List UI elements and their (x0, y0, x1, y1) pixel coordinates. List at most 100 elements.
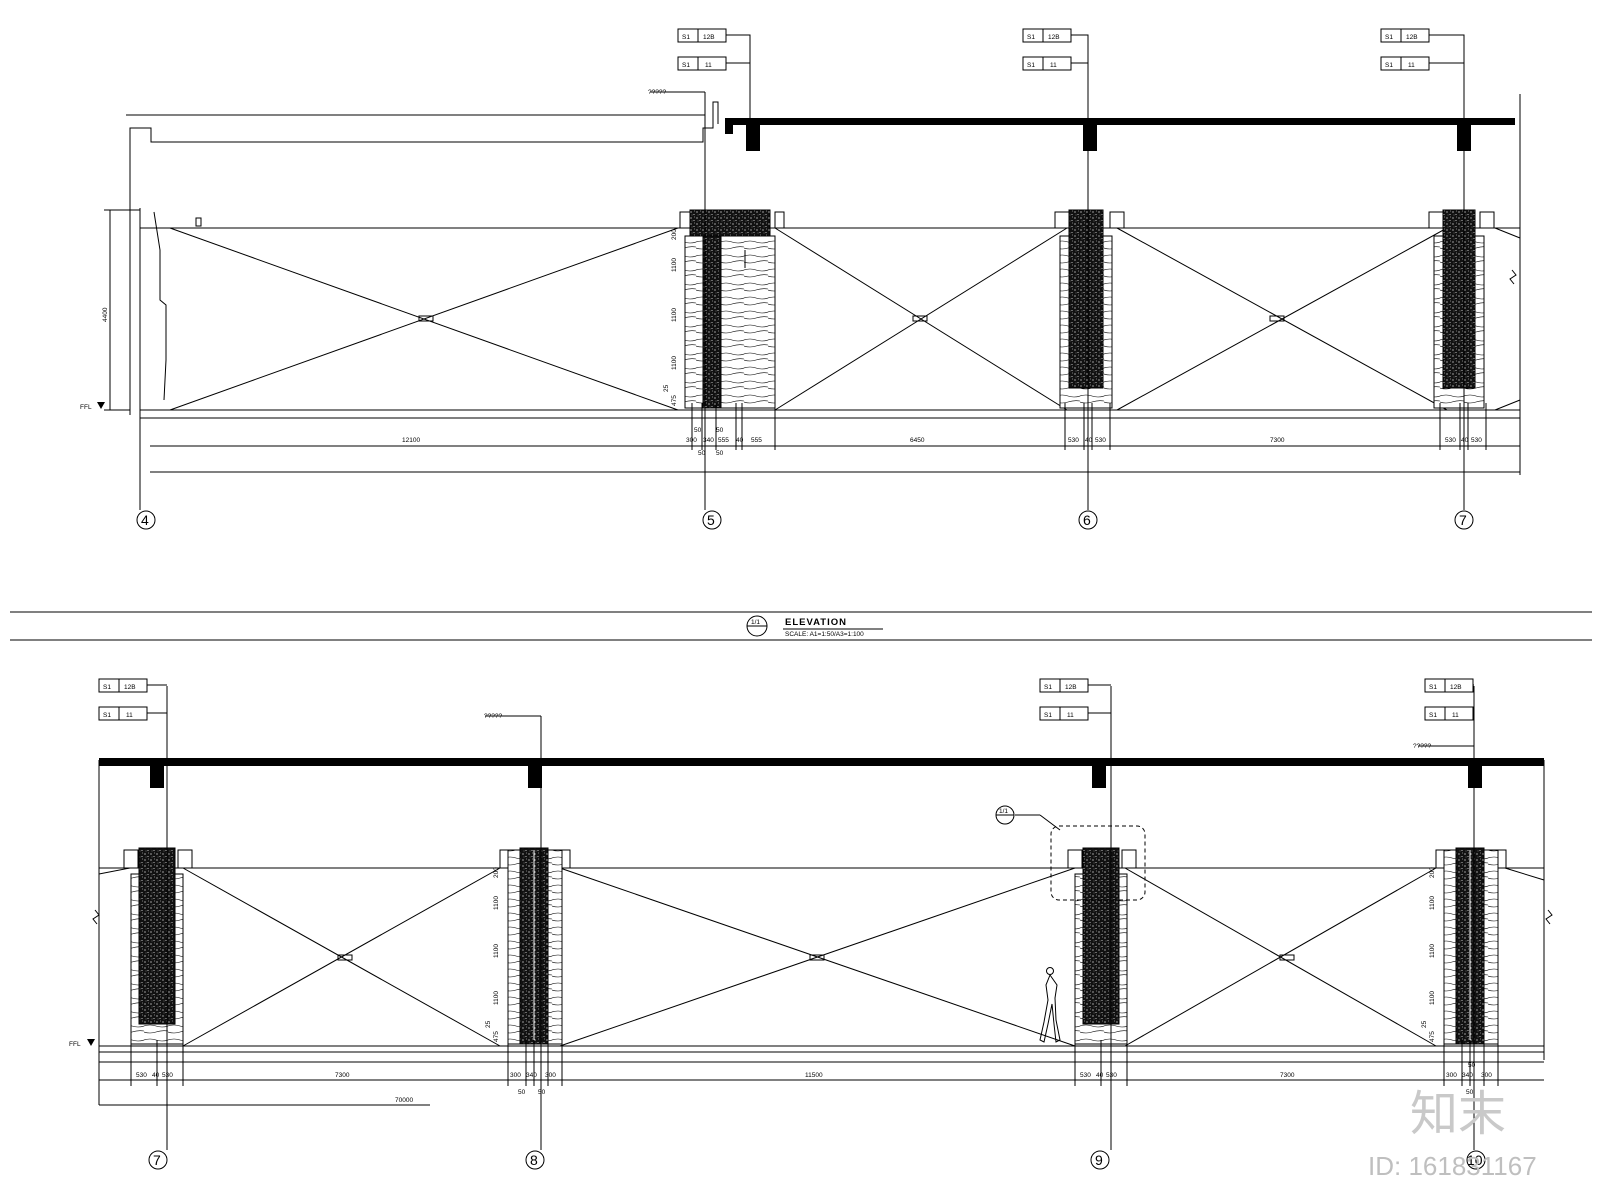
svg-text:555: 555 (718, 437, 729, 444)
svg-text:1100: 1100 (1429, 991, 1436, 1005)
column-grid-5 (679, 209, 785, 409)
human-scale-figure (1039, 967, 1061, 1043)
dimension-ticks (691, 403, 1487, 450)
tag-s1: S1 (1027, 62, 1035, 69)
svg-text:475: 475 (1429, 1031, 1436, 1042)
x-brace-bay (1116, 227, 1448, 411)
tag-group-top-6 (1022, 28, 1089, 118)
x-brace-bay (774, 227, 1068, 411)
column-grid-7-top (1428, 209, 1495, 409)
svg-text:200: 200 (493, 867, 500, 878)
grid-label: 5 (707, 512, 715, 528)
tag-s1: S1 (1429, 684, 1437, 691)
svg-text:530: 530 (136, 1072, 147, 1079)
x-brace-bay (169, 227, 679, 411)
grid-label: 8 (530, 1152, 538, 1168)
tag-s1: S1 (682, 62, 690, 69)
svg-text:50: 50 (698, 450, 706, 457)
bottom-elevation (92, 686, 1553, 1170)
tag-11: 11 (126, 712, 133, 719)
tag-group-bottom-10 (1424, 678, 1474, 721)
tag-s1: S1 (1385, 34, 1393, 41)
svg-text:1100: 1100 (671, 356, 678, 370)
callout-ref: 1/1 (999, 808, 1008, 815)
vertical-dims-top: 200 1100 1100 1100 25 475 (663, 229, 678, 406)
ffl-label: FFL (80, 404, 92, 411)
dimension-ticks (130, 1040, 1499, 1086)
svg-text:7300: 7300 (1270, 437, 1285, 444)
drawing-scale: SCALE: A1=1:50/A3=1:100 (785, 631, 864, 638)
tag-s1: S1 (1385, 62, 1393, 69)
tag-12b: 12B (124, 684, 136, 691)
svg-text:40: 40 (152, 1072, 160, 1079)
svg-text:300: 300 (1481, 1072, 1492, 1079)
tag-12b: 12B (1450, 684, 1462, 691)
unknown-note: ????? (648, 89, 666, 96)
column-grid-6 (1054, 209, 1125, 409)
grid-label: 7 (153, 1152, 161, 1168)
svg-text:6450: 6450 (910, 437, 925, 444)
tag-s1: S1 (1027, 34, 1035, 41)
svg-text:25: 25 (1421, 1020, 1428, 1028)
tag-group-bottom-9 (1039, 678, 1111, 721)
svg-text:50: 50 (1466, 1089, 1474, 1096)
svg-text:1100: 1100 (493, 896, 500, 910)
svg-text:1100: 1100 (493, 991, 500, 1005)
dimensions-top: 12100 300 340 555 40 555 6450 530 40 530… (402, 427, 1482, 457)
drawing-title: ELEVATION (785, 617, 847, 628)
dimensions-bottom: 530 40 530 7300 300 340 300 11500 530 40… (136, 1062, 1492, 1104)
column-grid-9 (1050, 825, 1146, 1045)
svg-text:1100: 1100 (1429, 944, 1436, 958)
svg-text:7300: 7300 (335, 1072, 350, 1079)
column-grid-7-bottom (123, 847, 193, 1045)
svg-text:300: 300 (545, 1072, 556, 1079)
svg-text:530: 530 (1095, 437, 1106, 444)
tag-11: 11 (705, 62, 712, 69)
svg-text:200: 200 (1429, 867, 1436, 878)
ffl-marker-icon (97, 402, 105, 409)
tag-11: 11 (1452, 712, 1459, 719)
svg-text:530: 530 (162, 1072, 173, 1079)
tag-12b: 12B (1048, 34, 1060, 41)
grid-label: 10 (1467, 1152, 1483, 1168)
ffl-marker-icon (87, 1039, 95, 1046)
grid-label: 4 (141, 512, 149, 528)
svg-text:50: 50 (716, 450, 724, 457)
drawing-ref-number: 1/1 (751, 619, 760, 626)
svg-text:50: 50 (538, 1089, 546, 1096)
svg-text:12100: 12100 (402, 437, 420, 444)
svg-text:50: 50 (694, 427, 702, 434)
svg-text:1100: 1100 (493, 944, 500, 958)
svg-text:50: 50 (1468, 1062, 1476, 1069)
svg-text:300: 300 (1446, 1072, 1457, 1079)
svg-text:1100: 1100 (671, 308, 678, 322)
svg-text:530: 530 (1080, 1072, 1091, 1079)
tag-s1: S1 (1429, 712, 1437, 719)
svg-text:50: 50 (716, 427, 724, 434)
svg-text:340: 340 (1462, 1072, 1473, 1079)
svg-text:475: 475 (671, 395, 678, 406)
ffl-label: FFL (69, 1041, 81, 1048)
tag-group-top-7 (1380, 28, 1465, 118)
tag-group-bottom-7 (98, 678, 167, 721)
svg-text:25: 25 (485, 1020, 492, 1028)
watermark-brand: 知末 (1410, 1086, 1506, 1142)
svg-text:40: 40 (1085, 437, 1093, 444)
title-bar (10, 611, 1592, 641)
svg-text:50: 50 (518, 1089, 526, 1096)
grid-label: 9 (1095, 1152, 1103, 1168)
svg-text:530: 530 (1471, 437, 1482, 444)
vertical-dims-bottom-8: 200 1100 1100 1100 25 475 (485, 867, 500, 1042)
tag-12b: 12B (703, 34, 715, 41)
tag-11: 11 (1408, 62, 1415, 69)
tag-11: 11 (1067, 712, 1074, 719)
svg-text:7300: 7300 (1280, 1072, 1295, 1079)
column-grid-8 (499, 847, 571, 1045)
watermark-id: ID: 161831167 (1368, 1151, 1537, 1181)
tag-s1: S1 (682, 34, 690, 41)
svg-text:340: 340 (703, 437, 714, 444)
tag-s1: S1 (103, 684, 111, 691)
tag-12b: 12B (1406, 34, 1418, 41)
svg-text:11500: 11500 (805, 1072, 823, 1079)
